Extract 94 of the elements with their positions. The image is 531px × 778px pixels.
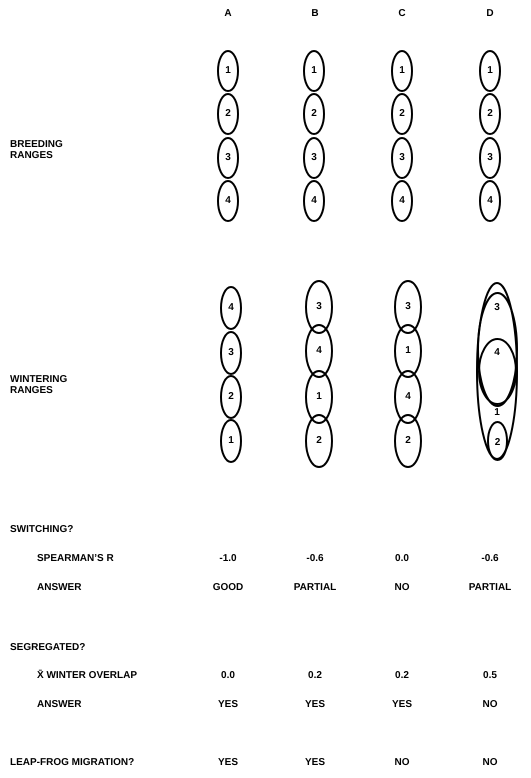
range-number: 4 — [228, 303, 234, 313]
range-number: 4 — [487, 196, 493, 206]
range-number: 4 — [494, 348, 500, 358]
range-ellipse — [479, 180, 501, 222]
range-number: 3 — [399, 153, 405, 163]
table-cell: PARTIAL — [294, 582, 336, 593]
range-ellipse — [217, 137, 239, 179]
row-label: SEGREGATED? — [10, 642, 86, 653]
row-label: BREEDING RANGES — [10, 139, 64, 161]
range-number: 2 — [399, 109, 405, 119]
range-ellipse — [391, 180, 413, 222]
range-ellipse — [303, 93, 325, 135]
range-ellipse — [394, 280, 422, 334]
range-number: 3 — [405, 302, 411, 312]
row-label: SWITCHING? — [10, 524, 74, 535]
range-number: 4 — [225, 196, 231, 206]
table-cell: 0.2 — [308, 670, 322, 681]
table-cell: PARTIAL — [468, 582, 512, 593]
range-ellipse — [394, 414, 422, 468]
row-label: LEAP-FROG MIGRATION? — [10, 757, 134, 768]
row-label: X̄ WINTER OVERLAP — [37, 670, 138, 681]
table-cell: YES — [218, 757, 238, 768]
range-ellipse — [220, 331, 242, 375]
range-ellipse — [217, 50, 239, 92]
range-ellipse — [394, 370, 422, 424]
row-label: ANSWER — [37, 582, 82, 593]
range-ellipse — [303, 180, 325, 222]
range-ellipse — [220, 375, 242, 419]
column-header: B — [311, 8, 319, 19]
range-number: 3 — [494, 303, 500, 313]
table-cell: GOOD — [212, 582, 244, 593]
range-number: 4 — [399, 196, 405, 206]
table-cell: NO — [394, 582, 410, 593]
range-ellipse — [220, 286, 242, 330]
column-header: C — [398, 8, 406, 19]
table-cell: -0.6 — [481, 553, 499, 564]
table-cell: YES — [392, 699, 412, 710]
range-ellipse — [217, 93, 239, 135]
row-label: SPEARMAN’S R — [37, 553, 114, 564]
range-ellipse — [479, 93, 501, 135]
range-ellipse — [303, 50, 325, 92]
range-ellipse — [217, 180, 239, 222]
range-ellipse — [305, 414, 333, 468]
range-number: 2 — [487, 109, 493, 119]
range-number: 2 — [225, 109, 231, 119]
range-number: 3 — [487, 153, 493, 163]
table-cell: YES — [305, 757, 325, 768]
range-number: 1 — [487, 66, 493, 76]
range-number: 1 — [316, 392, 322, 402]
range-number: 1 — [228, 436, 234, 446]
range-number: 1 — [494, 408, 500, 418]
range-ellipse — [479, 137, 501, 179]
range-number: 1 — [311, 66, 317, 76]
range-ellipse — [391, 137, 413, 179]
table-cell: YES — [305, 699, 325, 710]
range-ellipse — [305, 370, 333, 424]
range-ellipse — [479, 50, 501, 92]
range-ellipse — [305, 280, 333, 334]
row-label: ANSWER — [37, 699, 82, 710]
table-cell: 0.5 — [483, 670, 497, 681]
range-number: 1 — [405, 346, 411, 356]
range-ellipse — [305, 324, 333, 378]
range-number: 3 — [228, 348, 234, 358]
range-number: 4 — [311, 196, 317, 206]
range-ellipse — [394, 324, 422, 378]
table-cell: YES — [218, 699, 238, 710]
table-cell: NO — [394, 757, 410, 768]
range-ellipse — [303, 137, 325, 179]
range-number: 3 — [311, 153, 317, 163]
range-number: 2 — [311, 109, 317, 119]
range-ellipse — [220, 419, 242, 463]
range-number: 2 — [405, 436, 411, 446]
table-cell: 0.2 — [395, 670, 409, 681]
table-cell: -0.6 — [306, 553, 324, 564]
table-cell: 0.0 — [221, 670, 235, 681]
range-number: 2 — [494, 438, 500, 448]
range-number: 2 — [228, 392, 234, 402]
range-number: 3 — [316, 302, 322, 312]
table-cell: 0.0 — [395, 553, 409, 564]
range-number: 1 — [225, 66, 231, 76]
table-cell: -1.0 — [219, 553, 237, 564]
range-number: 4 — [316, 346, 322, 356]
table-cell: NO — [482, 699, 498, 710]
range-ellipse — [391, 93, 413, 135]
range-number: 1 — [399, 66, 405, 76]
column-header: A — [224, 8, 232, 19]
range-ellipse — [391, 50, 413, 92]
range-number: 4 — [405, 392, 411, 402]
column-header: D — [486, 8, 494, 19]
range-number: 2 — [316, 436, 322, 446]
table-cell: NO — [482, 757, 498, 768]
range-number: 3 — [225, 153, 231, 163]
range-ellipse — [476, 282, 518, 460]
row-label: WINTERING RANGES — [10, 374, 68, 396]
